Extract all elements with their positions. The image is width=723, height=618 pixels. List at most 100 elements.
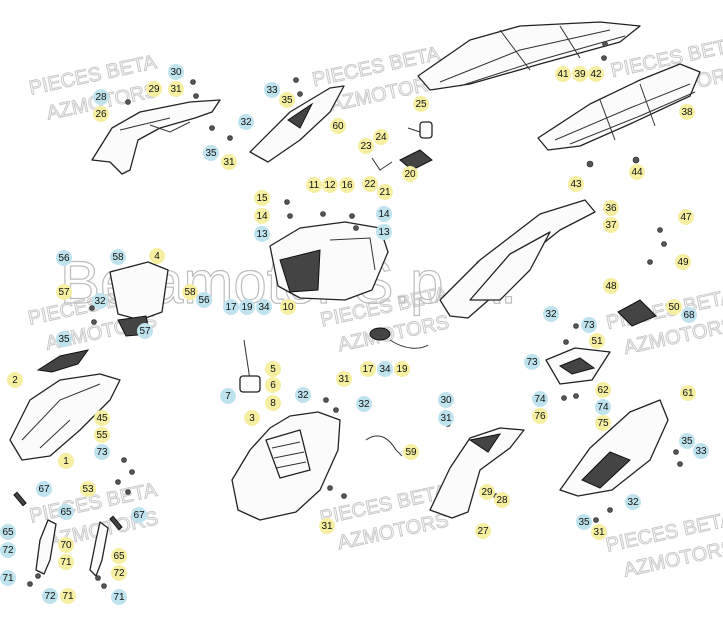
fasteners xyxy=(27,41,683,589)
callout-31: 31 xyxy=(591,524,607,540)
callout-number: 30 xyxy=(440,395,452,406)
callout-number: 41 xyxy=(557,69,569,80)
callout-badge xyxy=(60,588,76,604)
callout-67: 67 xyxy=(131,507,147,523)
callout-number: 60 xyxy=(332,121,344,132)
callout-number: 35 xyxy=(205,148,217,159)
callout-31: 31 xyxy=(319,518,335,534)
callout-badge xyxy=(110,249,126,265)
callout-badge xyxy=(221,154,237,170)
callout-badge xyxy=(681,307,697,323)
callout-number: 28 xyxy=(95,92,107,103)
callout-number: 71 xyxy=(2,573,14,584)
callout-number: 49 xyxy=(677,257,689,268)
callout-badge xyxy=(595,382,611,398)
callout-badge xyxy=(94,444,110,460)
callout-71: 71 xyxy=(111,589,127,605)
callout-number: 71 xyxy=(62,591,74,602)
callout-badge xyxy=(93,106,109,122)
callout-number: 67 xyxy=(38,484,50,495)
callout-badge xyxy=(356,396,372,412)
callout-number: 47 xyxy=(680,212,692,223)
fork-guard-right xyxy=(89,521,109,577)
callout-badge xyxy=(555,66,571,82)
callout-36: 36 xyxy=(603,200,619,216)
callout-number: 73 xyxy=(96,447,108,458)
callout-35: 35 xyxy=(679,433,695,449)
callout-badge xyxy=(588,66,604,82)
callout-42: 42 xyxy=(588,66,604,82)
callout-number: 31 xyxy=(338,374,350,385)
callout-5: 5 xyxy=(265,361,281,377)
callout-39: 39 xyxy=(572,66,588,82)
callout-badge xyxy=(58,554,74,570)
callout-badge xyxy=(678,209,694,225)
callout-43: 43 xyxy=(568,176,584,192)
callout-badge xyxy=(377,184,393,200)
callout-badge xyxy=(111,565,127,581)
callout-badge xyxy=(42,588,58,604)
callout-10: 10 xyxy=(280,299,296,315)
callout-number: 11 xyxy=(309,180,320,191)
callout-number: 21 xyxy=(379,187,391,198)
callout-number: 35 xyxy=(681,436,693,447)
callout-number: 32 xyxy=(240,117,252,128)
callout-24: 24 xyxy=(373,129,389,145)
callout-32: 32 xyxy=(92,293,108,309)
callout-17: 17 xyxy=(360,361,376,377)
callout-32: 32 xyxy=(356,396,372,412)
callout-57: 57 xyxy=(56,284,72,300)
callout-73: 73 xyxy=(94,444,110,460)
callout-badge xyxy=(679,433,695,449)
callout-number: 14 xyxy=(256,211,268,222)
side-panel-61 xyxy=(559,399,669,497)
callout-59: 59 xyxy=(403,444,419,460)
callout-number: 74 xyxy=(597,402,609,413)
callout-32: 32 xyxy=(625,494,641,510)
callout-62: 62 xyxy=(595,382,611,398)
callout-number: 72 xyxy=(44,591,56,602)
callout-number: 70 xyxy=(60,540,72,551)
fork-guard-left xyxy=(35,519,57,575)
callout-badge xyxy=(679,104,695,120)
callout-number: 29 xyxy=(481,487,493,498)
side-panel-27 xyxy=(429,427,525,519)
callout-34: 34 xyxy=(377,361,393,377)
callout-number: 48 xyxy=(605,281,617,292)
callout-badge xyxy=(306,177,322,193)
callout-74: 74 xyxy=(595,399,611,415)
callout-61: 61 xyxy=(680,385,696,401)
callout-badge xyxy=(358,138,374,154)
callout-badge xyxy=(532,391,548,407)
callout-3: 3 xyxy=(244,410,260,426)
callout-number: 75 xyxy=(597,418,609,429)
callout-number: 56 xyxy=(198,295,210,306)
callout-1: 1 xyxy=(58,453,74,469)
callout-number: 4 xyxy=(154,251,160,262)
callout-badge xyxy=(168,64,184,80)
callout-number: 57 xyxy=(58,287,70,298)
fuel-cap-20 xyxy=(399,149,433,171)
callout-badge xyxy=(438,392,454,408)
callout-number: 23 xyxy=(360,141,372,152)
callout-number: 67 xyxy=(133,510,145,521)
callout-51: 51 xyxy=(589,333,605,349)
callout-34: 34 xyxy=(256,299,272,315)
callout-badge xyxy=(572,66,588,82)
callout-number: 14 xyxy=(378,209,390,220)
tail-light-51 xyxy=(617,299,657,327)
callout-number: 31 xyxy=(440,413,452,424)
cable-59 xyxy=(365,435,403,457)
callout-31: 31 xyxy=(336,371,352,387)
callout-number: 73 xyxy=(526,357,538,368)
callout-badge xyxy=(265,377,281,393)
callout-badge xyxy=(362,176,378,192)
callout-badge xyxy=(265,395,281,411)
callout-number: 45 xyxy=(96,413,108,424)
callout-58: 58 xyxy=(110,249,126,265)
callout-number: 76 xyxy=(534,411,546,422)
callout-72: 72 xyxy=(42,588,58,604)
